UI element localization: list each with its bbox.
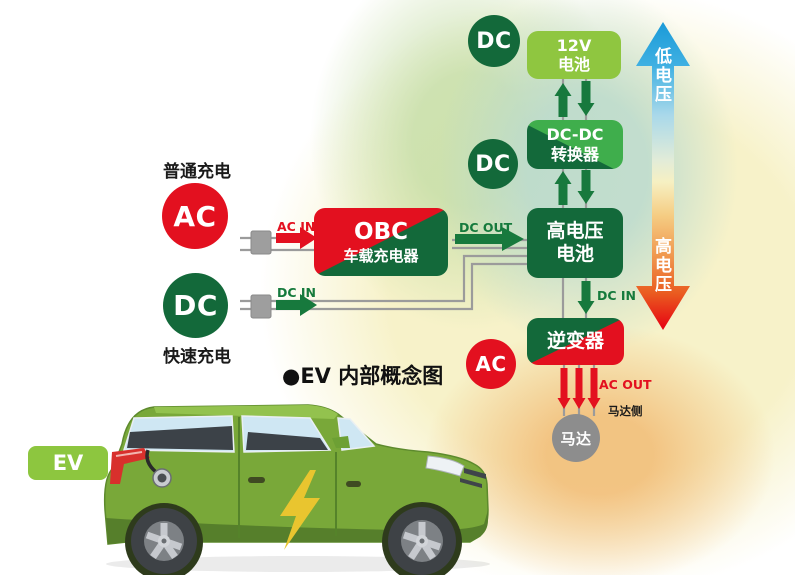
dc-in-right-label: DC IN — [597, 288, 637, 303]
door-handle — [248, 477, 265, 483]
battery-12v-box: 12V 电池 — [527, 31, 621, 79]
grill-slat — [464, 468, 486, 479]
motor-circle: 马达 — [552, 414, 600, 462]
dcdc-line1: DC-DC — [546, 125, 604, 145]
ac-out-arrow-icon — [572, 368, 586, 409]
dcdc-line2: 转换器 — [550, 144, 599, 164]
dc-badge-top: DC — [468, 15, 520, 67]
grill-slat — [460, 478, 482, 488]
dc-in-label: DC IN — [277, 285, 317, 300]
front-window-tint — [246, 432, 328, 450]
ac-out-arrow-icon — [557, 368, 571, 409]
down-arrow-icon — [577, 281, 595, 314]
taillight-accent — [115, 451, 143, 457]
ac-plug-connector-icon — [250, 230, 272, 255]
down-arrow-icon — [577, 81, 595, 116]
car-roof-highlight — [154, 405, 338, 419]
obc-title: OBC — [354, 219, 408, 246]
battery-12v-line1: 12V — [556, 35, 592, 55]
battery-12v-line2: 电池 — [557, 55, 590, 74]
normal-charging-label: 普通充电 — [163, 162, 231, 182]
up-arrow-icon — [554, 171, 572, 205]
dc-out-arrow-icon — [455, 227, 524, 251]
down-arrow-icon — [577, 170, 595, 204]
motor-side-label: 马达侧 — [608, 404, 643, 418]
charge-port-inner — [157, 473, 167, 483]
dc-in-arrow-icon — [276, 294, 317, 316]
voltage-scale-arrow-icon — [636, 22, 690, 330]
charge-cable — [145, 449, 158, 474]
ac-badge-inverter: AC — [466, 339, 516, 389]
ac-in-label: AC IN — [277, 219, 316, 234]
hv-battery-line1: 高电压 — [546, 220, 604, 243]
ev-badge: EV — [28, 446, 108, 480]
rear-wheel-icon — [131, 508, 197, 574]
dc-charging-badge: DC — [163, 273, 228, 338]
inverter-label: 逆变器 — [546, 330, 604, 353]
diagram-title: ●EV 内部概念图 — [282, 364, 444, 388]
ev-car-illustration — [103, 404, 490, 575]
obc-subtitle: 车载充电器 — [343, 246, 419, 265]
dc-out-label: DC OUT — [459, 220, 513, 235]
ac-out-label: AC OUT — [599, 377, 652, 392]
rear-window-tint — [127, 426, 233, 450]
inverter-box: 逆变器 — [527, 318, 624, 365]
side-mirror — [332, 436, 350, 448]
dc-plug-connector-icon — [250, 294, 272, 319]
ac-in-arrow-icon — [276, 227, 317, 249]
hv-battery-box: 高电压 电池 — [527, 208, 623, 278]
ac-out-arrow-icon — [587, 368, 601, 409]
dcdc-converter-box: DC-DC 转换器 — [527, 120, 623, 169]
taillight-icon — [110, 448, 150, 484]
hv-battery-line2: 电池 — [555, 243, 594, 265]
lightning-bolt-icon — [280, 470, 320, 550]
up-arrow-icon — [554, 83, 572, 117]
dc-badge-mid: DC — [468, 139, 518, 189]
low-voltage-label: 低电压 — [651, 47, 671, 104]
headlight-icon — [425, 455, 465, 477]
ac-charging-badge: AC — [162, 183, 228, 249]
front-wheel-icon — [388, 507, 456, 575]
fast-charging-label: 快速充电 — [163, 347, 231, 367]
door-handle — [346, 481, 361, 487]
obc-box: OBC 车载充电器 — [314, 208, 448, 276]
high-voltage-label: 高电压 — [651, 237, 671, 294]
